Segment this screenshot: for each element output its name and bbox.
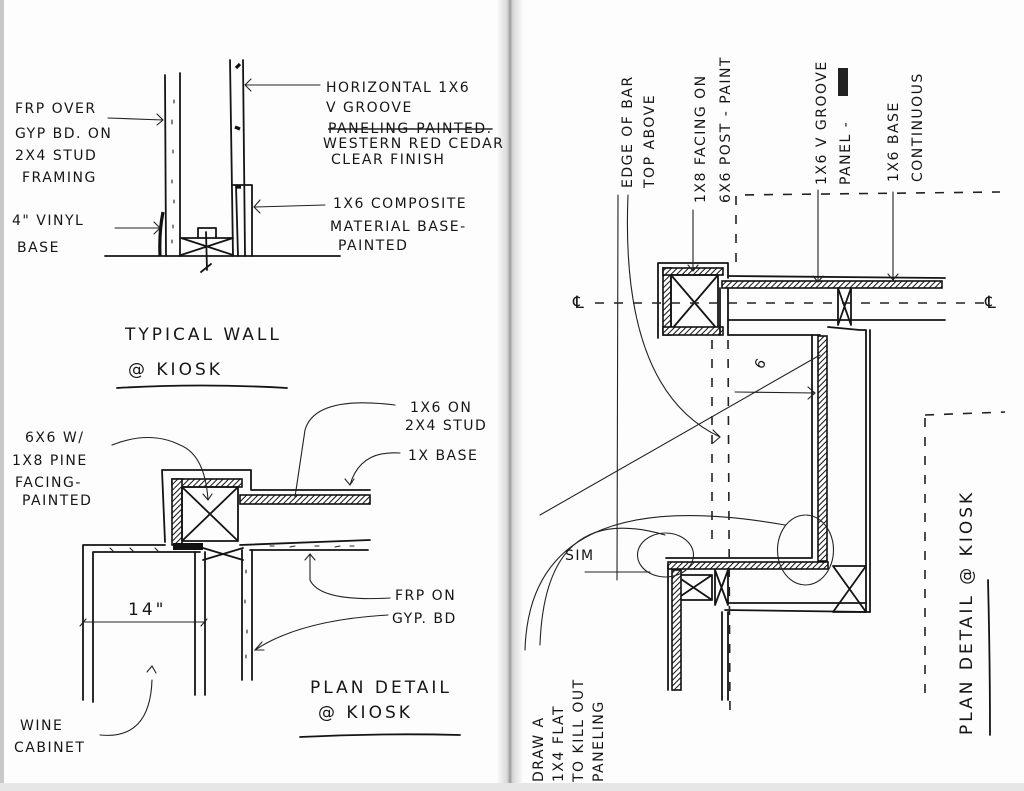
note-sim: SIM — [565, 548, 595, 564]
facing-left — [171, 478, 183, 546]
note-stud: 1X6 ON 2X4 STUD — [405, 400, 487, 434]
note-draw-flat: DRAW A 1X4 FLAT TO KILL OUT PANELING — [531, 672, 607, 783]
page-edge-bottom — [0, 783, 1024, 791]
book-gutter — [496, 0, 524, 791]
note-base-continuous: 1X6 BASE CONTINUOUS — [886, 72, 926, 182]
note-v-groove-panel: 1X6 V GROOVE PANEL - — [814, 54, 854, 185]
right-plan-title: PLAN DETAIL @ KIOSK — [957, 490, 977, 735]
page-edge-left — [0, 0, 4, 791]
centerline-symbol-right: ℄ — [984, 293, 999, 313]
plan-detail-drawing — [79, 402, 461, 738]
facing-bottom — [173, 543, 203, 550]
scribble-mark — [838, 68, 848, 96]
wall-section-notes: FRP OVER GYP BD. ON 2X4 STUD FRAMING 4" … — [12, 80, 510, 380]
note-paneling: HORIZONTAL 1X6 V GROOVE PANELING-PAINTED… — [323, 80, 510, 168]
plan-detail-title: PLAN DETAIL @ KIOSK — [310, 678, 460, 723]
plan-detail-notes: 6X6 W/ 1X8 PINE FACING- PAINTED 1X6 ON 2… — [12, 400, 487, 756]
note-post-facing: 6X6 W/ 1X8 PINE FACING- PAINTED — [12, 430, 94, 509]
kiosk-plan-drawing — [524, 189, 1006, 736]
note-frp-gyp: FRP ON GYP. BD — [392, 588, 462, 627]
wall-section-drawing — [104, 59, 341, 389]
note-frp: FRP OVER GYP BD. ON 2X4 STUD FRAMING — [15, 101, 118, 186]
kiosk-wall — [817, 335, 828, 562]
note-post-facing: 1X8 FACING ON 6X6 POST - PAINT — [693, 56, 734, 203]
note-wine-cabinet: WINE CABINET — [14, 718, 85, 756]
base-board — [239, 494, 371, 505]
note-base: 1X BASE — [408, 448, 478, 464]
dimension-14in: 14" — [128, 600, 166, 620]
post-facing-bottom — [662, 326, 724, 336]
centerline-symbol-left: ℄ — [572, 293, 587, 313]
note-composite-base: 1X6 COMPOSITE MATERIAL BASE- PAINTED — [330, 196, 473, 254]
note-edge-of-bar: EDGE OF BAR TOP ABOVE — [620, 69, 658, 189]
panel-run — [721, 280, 943, 289]
note-vinyl-base: 4" VINYL BASE — [12, 213, 90, 256]
kiosk-plan-notes: EDGE OF BAR TOP ABOVE 1X8 FACING ON 6X6 … — [531, 54, 999, 783]
return-wall — [671, 569, 682, 691]
wall-section-title: TYPICAL WALL @ KIOSK — [124, 325, 290, 380]
post-facing-left — [662, 267, 672, 336]
